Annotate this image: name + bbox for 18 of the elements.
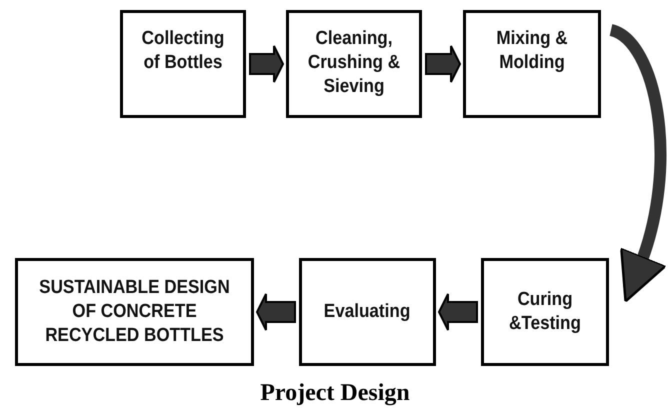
step-label: Evaluating [324, 300, 411, 324]
step-label: SUSTAINABLE DESIGN OF CONCRETE RECYCLED BOTTLES [38, 276, 231, 348]
process-box [299, 258, 436, 366]
step-label: Collecting of Bottles [140, 27, 226, 74]
process-box [286, 10, 422, 118]
curved-arrow [608, 24, 667, 304]
step-label: Cleaning, Crushing & Sieving [306, 27, 402, 98]
block-arrow [425, 45, 462, 83]
process-box [120, 10, 246, 118]
block-arrow [438, 293, 478, 331]
step-label: Mixing & Molding [495, 27, 569, 74]
process-box [481, 258, 609, 366]
step-label: Curing &Testing [508, 288, 582, 336]
block-arrow [256, 293, 296, 331]
caption: Project Design [259, 380, 411, 407]
process-box [15, 258, 254, 366]
block-arrow [249, 45, 284, 83]
process-box [463, 10, 601, 118]
